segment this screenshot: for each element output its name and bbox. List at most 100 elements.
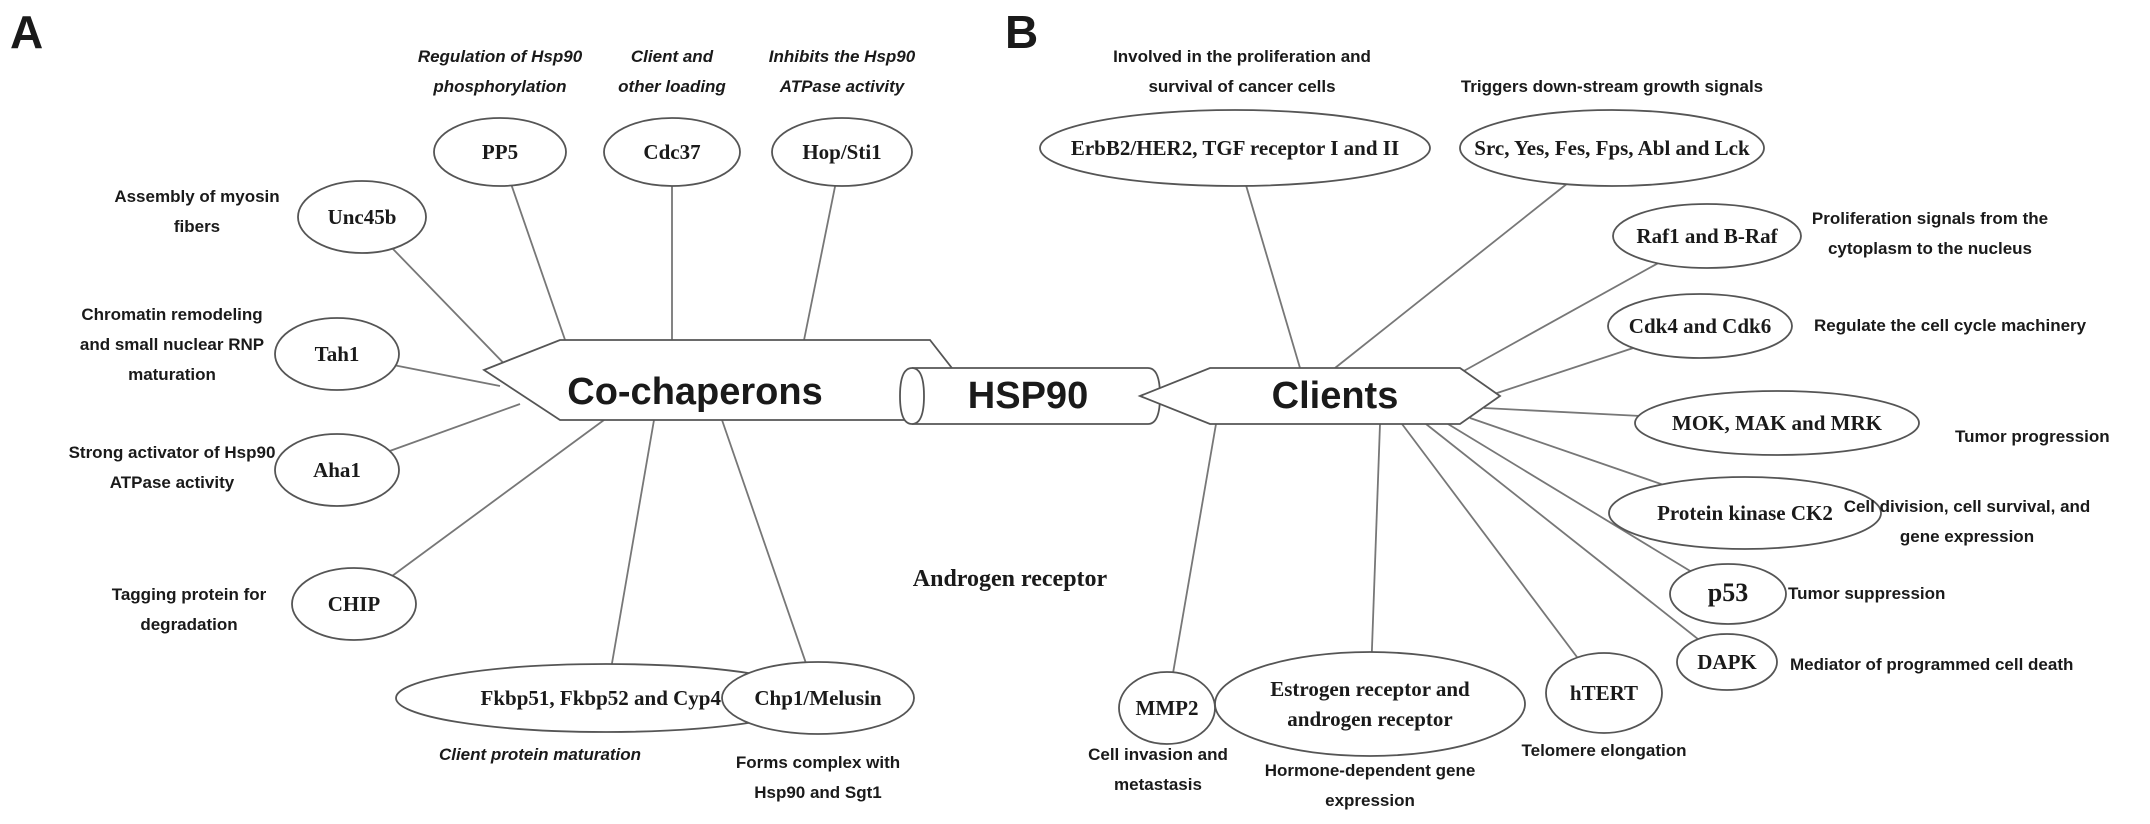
- node-erbb2-label-line: ErbB2/HER2, TGF receptor I and II: [1071, 136, 1399, 160]
- node-p53-desc-line: Tumor suppression: [1788, 584, 1945, 603]
- node-chip-desc-line: Tagging protein for: [112, 585, 267, 604]
- connector-htert: [1401, 423, 1579, 659]
- connector-chp1: [721, 419, 807, 663]
- node-pp5-desc: Regulation of Hsp90 phosphorylation: [418, 47, 583, 96]
- connector-hop: [799, 185, 837, 361]
- connector-mmp2: [1172, 423, 1217, 673]
- node-mmp2-desc-line: Cell invasion and: [1088, 745, 1228, 764]
- node-src-label-line: Src, Yes, Fes, Fps, Abl and Lck: [1474, 136, 1750, 160]
- node-estrogen-label-line: androgen receptor: [1287, 707, 1452, 731]
- panel-b-letter: B: [1005, 6, 1038, 58]
- node-mok-label: MOK, MAK and MRK: [1672, 411, 1883, 435]
- node-htert-ellipse: [1545, 652, 1663, 734]
- node-tah1-desc-line: Chromatin remodeling: [81, 305, 262, 324]
- node-cdc37-desc-line: other loading: [618, 77, 726, 96]
- node-cdk-ellipse: [1607, 293, 1793, 359]
- node-chip-desc-line: degradation: [140, 615, 237, 634]
- node-chp1-desc-line: Hsp90 and Sgt1: [754, 783, 882, 802]
- connector-raf: [1461, 262, 1659, 373]
- node-fkbp-desc-line: Client protein maturation: [439, 745, 641, 764]
- node-unc45b-label: Unc45b: [328, 205, 397, 229]
- node-ck2-desc-line: Cell division, cell survival, and: [1844, 497, 2091, 516]
- node-dapk-label: DAPK: [1697, 650, 1757, 674]
- connector-src: [1334, 183, 1567, 369]
- node-unc45b-ellipse: [297, 180, 427, 254]
- node-tah1-desc-line: and small nuclear RNP: [80, 335, 264, 354]
- node-mmp2-ellipse: [1118, 671, 1216, 745]
- node-ck2-label-line: Protein kinase CK2: [1657, 501, 1833, 525]
- node-tah1-desc-line: maturation: [128, 365, 216, 384]
- connector-lines: [389, 183, 1699, 673]
- node-dapk-desc: Mediator of programmed cell death: [1790, 655, 2073, 674]
- node-erbb2-ellipse: [1039, 109, 1431, 187]
- node-tah1-desc: Chromatin remodeling and small nuclear RN…: [80, 305, 264, 384]
- node-cdk-desc-line: Regulate the cell cycle machinery: [1814, 316, 2087, 335]
- node-chip-desc: Tagging protein for degradation: [112, 585, 267, 634]
- node-dapk-label-line: DAPK: [1697, 650, 1757, 674]
- node-htert-label: hTERT: [1570, 681, 1638, 705]
- node-chip-label: CHIP: [328, 592, 381, 616]
- node-mmp2-label-line: MMP2: [1136, 696, 1199, 720]
- node-raf-ellipse: [1612, 203, 1802, 269]
- node-unc45b-desc-line: Assembly of myosin: [114, 187, 279, 206]
- node-erbb2-desc-line: Involved in the proliferation and: [1113, 47, 1371, 66]
- node-mmp2-desc: Cell invasion and metastasis: [1088, 745, 1228, 794]
- node-dapk-desc-line: Mediator of programmed cell death: [1790, 655, 2073, 674]
- node-cdk-desc: Regulate the cell cycle machinery: [1814, 316, 2087, 335]
- node-dapk-ellipse: [1676, 633, 1778, 691]
- node-hop-ellipse: [771, 117, 913, 187]
- connector-erbb2: [1245, 185, 1301, 369]
- node-mmp2-desc-line: metastasis: [1114, 775, 1202, 794]
- cochaperons-hub: Co-chaperons: [482, 339, 975, 421]
- cochaperons-hub-label: Co-chaperons: [567, 371, 822, 413]
- node-erbb2-desc: Involved in the proliferation and surviva…: [1113, 47, 1371, 96]
- node-p53-label-line: p53: [1708, 578, 1748, 607]
- node-pp5-desc-line: phosphorylation: [432, 77, 566, 96]
- connector-cdk: [1487, 347, 1634, 397]
- node-htert-desc: Telomere elongation: [1522, 741, 1687, 760]
- node-erbb2-desc-line: survival of cancer cells: [1148, 77, 1335, 96]
- connector-p53: [1447, 423, 1691, 572]
- node-aha1-desc-line: ATPase activity: [110, 473, 235, 492]
- hsp90-cylinder-cap: [911, 367, 925, 425]
- connector-dapk: [1425, 423, 1699, 640]
- node-raf-desc-line: Proliferation signals from the: [1812, 209, 2048, 228]
- node-chp1-label: Chp1/Melusin: [754, 686, 882, 710]
- node-cdk-label: Cdk4 and Cdk6: [1629, 314, 1771, 338]
- node-chip-ellipse: [291, 567, 417, 641]
- node-aha1-desc-line: Strong activator of Hsp90: [69, 443, 276, 462]
- node-tah1-ellipse: [274, 317, 400, 391]
- node-fkbp-label: Fkbp51, Fkbp52 and Cyp40: [481, 686, 732, 710]
- node-fkbp-desc: Client protein maturation: [439, 745, 641, 764]
- clients-hub: Clients: [1137, 367, 1502, 425]
- clients-hub-shape: [1137, 367, 1502, 425]
- node-raf-label: Raf1 and B-Raf: [1636, 224, 1778, 248]
- connector-aha1: [389, 403, 521, 452]
- connector-mok: [1483, 407, 1639, 417]
- connector-pp5: [510, 185, 573, 361]
- node-cdk-label-line: Cdk4 and Cdk6: [1629, 314, 1771, 338]
- node-p53-label: p53: [1708, 578, 1748, 607]
- androgen-receptor-label: Androgen receptor: [913, 566, 1108, 592]
- node-src-desc: Triggers down-stream growth signals: [1461, 77, 1763, 96]
- node-hop-desc-line: ATPase activity: [779, 77, 906, 96]
- node-pp5-desc-line: Regulation of Hsp90: [418, 47, 583, 66]
- node-hop-desc-line: Inhibits the Hsp90: [769, 47, 916, 66]
- node-cdc37-desc-line: Client and: [631, 47, 714, 66]
- hsp90-cylinder: [899, 367, 1161, 425]
- hsp90-label: HSP90: [968, 375, 1088, 417]
- panel-a-letter: A: [10, 6, 43, 58]
- connector-fkbp: [610, 419, 655, 665]
- node-raf-label-line: Raf1 and B-Raf: [1636, 224, 1778, 248]
- node-src-label: Src, Yes, Fes, Fps, Abl and Lck: [1474, 136, 1750, 160]
- node-htert-label-line: hTERT: [1570, 681, 1638, 705]
- node-tah1-label: Tah1: [315, 342, 360, 366]
- node-chp1-ellipse: [721, 661, 915, 735]
